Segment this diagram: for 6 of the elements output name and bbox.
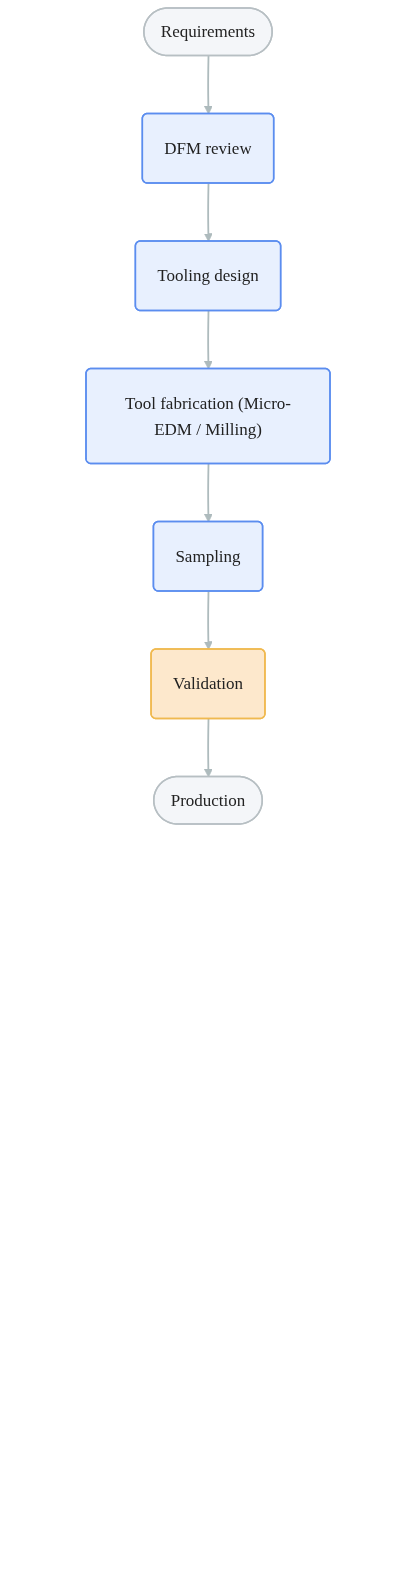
- arrow: [203, 55, 213, 115]
- arrow: [203, 718, 213, 778]
- arrow: [203, 590, 213, 650]
- arrow: [203, 310, 213, 370]
- arrow: [203, 463, 213, 523]
- arrow: [203, 182, 213, 242]
